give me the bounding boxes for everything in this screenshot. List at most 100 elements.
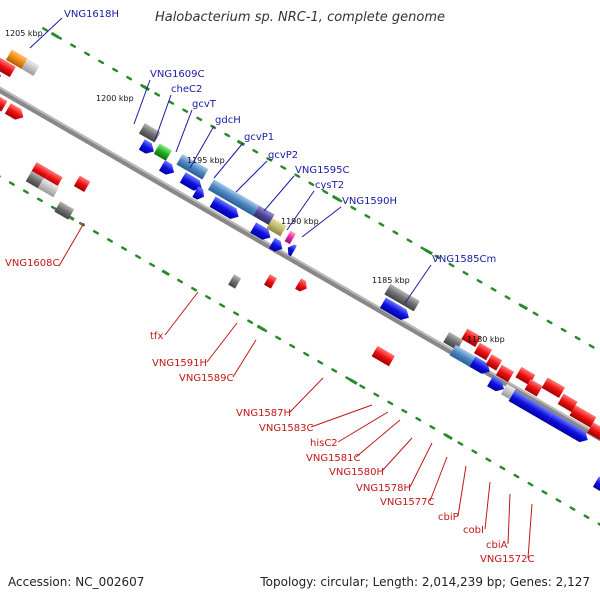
- tick-dot: [154, 92, 161, 97]
- gene-feature: [461, 328, 482, 347]
- gene-label: VNG1583C: [259, 423, 314, 434]
- gene-label: VNG1581C: [306, 453, 361, 464]
- tick-dot: [275, 335, 282, 341]
- tick-dot: [177, 278, 184, 284]
- gene-label: VNG1595C: [295, 165, 350, 176]
- gene-feature: [4, 103, 24, 120]
- tick-label: 1205 kbp: [5, 29, 43, 38]
- tick-dot: [219, 303, 226, 308]
- leader-line: [404, 264, 432, 304]
- leader-line: [213, 142, 244, 179]
- leader-line: [409, 442, 433, 488]
- tick-dot: [191, 286, 198, 292]
- tick-mark: [256, 324, 266, 332]
- leader-line: [133, 79, 151, 125]
- gene-label: VNG1591H: [152, 358, 207, 369]
- gene-feature: [268, 237, 283, 252]
- gene-feature: [371, 345, 395, 367]
- gene-label: cbiA: [486, 540, 508, 551]
- leader-line: [263, 175, 295, 212]
- gene-feature: [208, 179, 260, 216]
- tick-dot: [448, 262, 455, 268]
- map-title: Halobacterium sp. NRC-1, complete genome: [154, 10, 446, 25]
- tick-mark: [141, 84, 150, 92]
- tick-dot: [485, 457, 492, 463]
- tick-dot: [168, 100, 175, 105]
- tick-dot-tracks: [0, 27, 600, 526]
- backbone-highlight: [0, 77, 600, 461]
- tick-dot: [406, 238, 413, 243]
- leader-line: [310, 404, 373, 428]
- gene-feature: [5, 49, 28, 69]
- tick-dot: [555, 498, 562, 503]
- leader-line: [206, 322, 238, 363]
- gene-feature: [284, 230, 296, 245]
- gene-label: cheC2: [171, 84, 202, 95]
- tick-mark: [444, 433, 453, 441]
- gene-feature: [37, 177, 60, 198]
- leader-line: [429, 456, 448, 502]
- tick-dot: [364, 214, 371, 219]
- tick-dot: [266, 157, 273, 162]
- tick-dot: [247, 319, 254, 324]
- leader-line: [301, 206, 342, 238]
- leader-line: [381, 437, 413, 472]
- gene-feature: [443, 331, 464, 351]
- tick-dot: [42, 27, 49, 32]
- tick-mark: [424, 248, 433, 256]
- tick-dot: [429, 425, 436, 430]
- gene-labels-bottom: VNG1608C tfx VNG1591H VNG1589C VNG1587H …: [5, 258, 535, 565]
- tick-dot: [597, 522, 600, 526]
- tick-label: 1200 kbp: [96, 94, 134, 103]
- gene-label: VNG1577C: [380, 497, 435, 508]
- tick-dot: [499, 465, 506, 471]
- gene-label: cobI: [463, 525, 484, 536]
- tick-label: 1195 kbp: [187, 156, 225, 165]
- gene-label: cysT2: [315, 180, 344, 191]
- gene-label: VNG1589C: [179, 373, 234, 384]
- tick-dot: [224, 132, 231, 138]
- tick-dot: [303, 351, 310, 357]
- tick-dot: [527, 481, 534, 487]
- tick-dot: [504, 295, 511, 300]
- tick-dot: [387, 400, 394, 406]
- leader-line: [286, 190, 315, 231]
- leader-line: [175, 109, 193, 153]
- tick-dot: [317, 360, 324, 365]
- gene-feature: [179, 172, 202, 191]
- gene-label: VNG1580H: [329, 467, 384, 478]
- gene-label: VNG1609C: [150, 69, 205, 80]
- gene-feature: [0, 56, 16, 78]
- gene-feature: [266, 217, 287, 237]
- leader-line: [29, 17, 63, 49]
- gene-feature: [473, 342, 493, 361]
- gene-feature: [54, 201, 75, 220]
- tick-dot: [36, 197, 43, 203]
- gene-label-leaders: [29, 17, 533, 559]
- gene-feature: [487, 375, 504, 392]
- gene-feature: [449, 344, 479, 369]
- tick-dot: [50, 205, 57, 211]
- tick-dot: [583, 514, 590, 519]
- gene-feature: [192, 186, 204, 200]
- gene-label: VNG1608C: [5, 258, 60, 269]
- gene-label: gcvP1: [244, 132, 274, 143]
- gene-feature: [153, 143, 172, 161]
- tick-dot: [112, 67, 119, 73]
- gene-feature: [25, 170, 44, 189]
- tick-dot: [294, 173, 301, 178]
- gene-feature: [0, 90, 8, 112]
- tick-mark: [50, 31, 60, 39]
- tick-dot: [546, 319, 553, 325]
- gene-label: VNG1618H: [64, 9, 119, 20]
- tick-dot: [308, 181, 315, 187]
- tick-label: 1190 kbp: [281, 217, 319, 226]
- tick-mark: [161, 269, 170, 277]
- gene-label: cbiP: [438, 512, 459, 523]
- tick-dot: [252, 149, 259, 154]
- tick-dot: [392, 230, 399, 235]
- gene-feature: [587, 422, 600, 440]
- tick-dot: [233, 311, 240, 316]
- gene-feature: [176, 154, 209, 180]
